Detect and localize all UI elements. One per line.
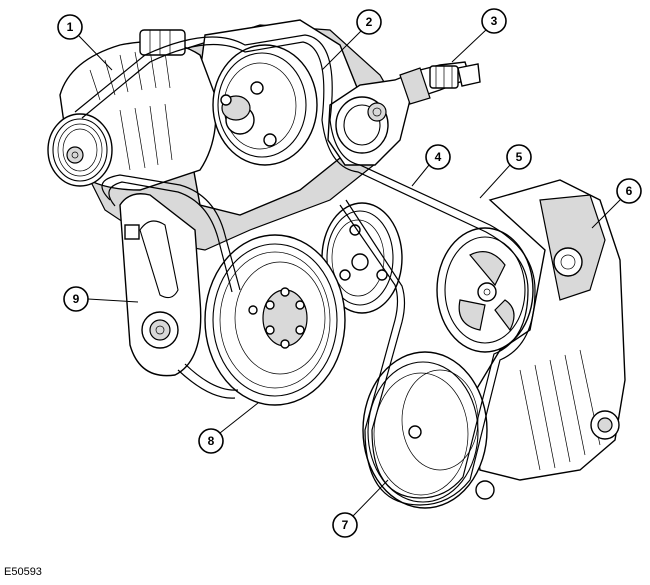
- callout-2-label: 2: [366, 15, 373, 29]
- leader-3: [451, 28, 488, 63]
- callout-1: 1: [57, 14, 83, 40]
- crankshaft-pulley: [204, 234, 346, 406]
- callout-5: 5: [506, 144, 532, 170]
- leader-5: [479, 164, 511, 199]
- callout-1-label: 1: [67, 20, 74, 34]
- belt-tensioner: [327, 61, 481, 166]
- callout-9: 9: [63, 286, 89, 312]
- leader-9: [87, 298, 139, 303]
- air-conditioning-compressor-body: [469, 179, 626, 500]
- leader-lines: [78, 28, 621, 517]
- leader-7: [352, 479, 389, 517]
- callout-4-label: 4: [435, 150, 442, 164]
- callout-7: 7: [332, 512, 358, 538]
- idler-pulley: [321, 202, 403, 314]
- leader-4: [411, 164, 430, 187]
- air-conditioning-compressor-pulley: [362, 351, 488, 509]
- leader-1: [78, 35, 113, 71]
- power-steering-pump-pulley: [436, 227, 534, 353]
- callout-4: 4: [425, 144, 451, 170]
- callout-8-label: 8: [208, 434, 215, 448]
- callout-9-label: 9: [73, 292, 80, 306]
- callout-5-label: 5: [516, 150, 523, 164]
- callout-6-label: 6: [626, 184, 633, 198]
- drive-belt: [74, 34, 536, 506]
- callout-8: 8: [198, 428, 224, 454]
- callout-7-label: 7: [342, 518, 349, 532]
- callout-2: 2: [356, 9, 382, 35]
- callout-3: 3: [481, 8, 507, 34]
- leader-6: [591, 199, 621, 229]
- callout-3-label: 3: [491, 14, 498, 28]
- leader-2: [321, 29, 363, 71]
- callout-6: 6: [616, 178, 642, 204]
- water-pump-pulley: [212, 44, 318, 166]
- generator: [47, 29, 217, 191]
- figure-reference: E50593: [4, 566, 42, 578]
- leader-8: [219, 402, 259, 434]
- belt-tensioner-arm: [119, 193, 202, 377]
